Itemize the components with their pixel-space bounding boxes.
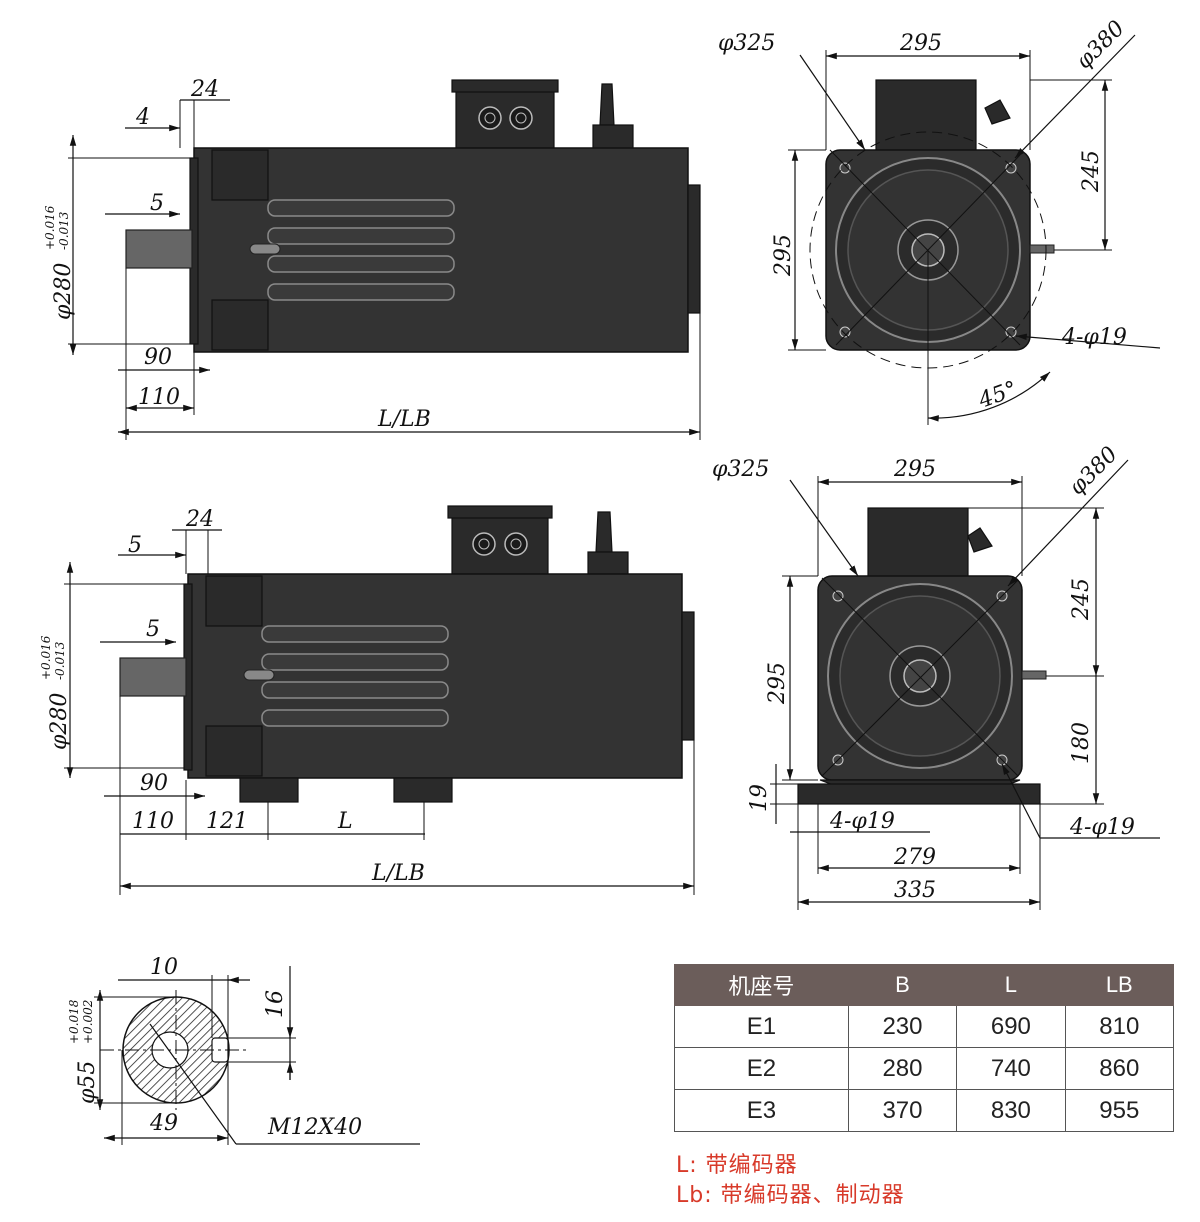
dim-90: 90	[140, 771, 168, 796]
tol-plus: +0.016	[43, 205, 57, 250]
dim-phi325: φ325	[712, 457, 769, 482]
dim-10: 10	[150, 955, 178, 980]
cell-l: 690	[956, 1005, 1066, 1048]
dim-5-shaft: 5	[146, 617, 160, 642]
bolt-hole-icon	[1005, 326, 1017, 338]
bolt-hole-icon	[839, 326, 851, 338]
tol-plus: +0.016	[39, 635, 53, 680]
dim-phi280: φ280	[47, 693, 72, 750]
bottom-side-view: 24 5 5 90 110 121 L L/LB φ280 +0.016 -0.…	[39, 505, 695, 895]
dim-phi325: φ325	[718, 31, 775, 56]
shaft	[125, 229, 193, 269]
cable-gland-icon	[478, 106, 502, 130]
dim-90: 90	[144, 345, 172, 370]
connector-plug	[595, 511, 613, 553]
dim-phi380: φ380	[1065, 442, 1123, 500]
top-front-view: φ325 295 φ380 245 295 4-φ19 45°	[718, 16, 1161, 425]
dim-295-height: 295	[765, 662, 790, 705]
dim-245: 245	[1069, 578, 1094, 621]
dim-335: 335	[894, 878, 936, 903]
shaft-section-view: 10 16 49 M12X40 φ55 +0.018 +0.002	[67, 955, 420, 1145]
header-b: B	[847, 964, 958, 1006]
spec-table: 机座号 B L LB E1 230 690 810 E2 280 740 860…	[674, 964, 1175, 1132]
bolt-hole-icon	[1005, 162, 1017, 174]
dim-phi55: φ55	[75, 1061, 100, 1104]
note-lb: Lb: 带编码器、制动器	[676, 1183, 905, 1208]
bolt-hole-icon	[839, 162, 851, 174]
mounting-foot	[393, 777, 453, 803]
dim-l-lb: L/LB	[377, 407, 431, 432]
dim-16: 16	[263, 990, 288, 1018]
tol-minus: +0.002	[81, 1000, 95, 1044]
dim-angle: 45°	[975, 377, 1021, 414]
dim-phi280: φ280	[51, 263, 76, 320]
dim-24: 24	[190, 77, 219, 102]
note-l: L: 带编码器	[676, 1153, 798, 1178]
mounting-foot	[239, 777, 299, 803]
cell-frame: E2	[674, 1047, 849, 1090]
cable-gland-icon	[472, 532, 496, 556]
base-foot	[797, 783, 1041, 805]
dim-24: 24	[185, 507, 214, 532]
dim-180: 180	[1069, 722, 1094, 764]
cell-b: 370	[847, 1089, 958, 1132]
dim-295-width: 295	[893, 457, 936, 482]
dim-phi380: φ380	[1072, 16, 1130, 74]
top-side-view: 24 4 5 90 110 L/LB φ280 +0.016 -0.013	[43, 77, 701, 440]
dim-holes-left: 4-φ19	[829, 809, 895, 834]
bottom-front-view: φ325 295 φ380 245 180 295 19 4-φ19 4-φ19…	[712, 442, 1160, 910]
cell-frame: E1	[674, 1005, 849, 1048]
cell-frame: E3	[674, 1089, 849, 1132]
table-row: E1 230 690 810	[674, 1005, 1175, 1048]
dim-holes: 4-φ19	[1061, 325, 1127, 350]
dim-279: 279	[893, 845, 936, 870]
cell-b: 280	[847, 1047, 958, 1090]
dim-110: 110	[138, 385, 180, 410]
header-lb: LB	[1064, 964, 1175, 1006]
table-header-row: 机座号 B L LB	[674, 964, 1175, 1006]
tol-minus: -0.013	[57, 211, 71, 250]
dim-holes-right: 4-φ19	[1069, 815, 1135, 840]
cell-lb: 810	[1064, 1005, 1175, 1048]
terminal-box	[875, 79, 977, 151]
dim-110: 110	[132, 809, 174, 834]
dim-295-width: 295	[899, 31, 942, 56]
dim-245: 245	[1079, 150, 1104, 193]
terminal-box	[867, 507, 969, 579]
cable-gland-icon	[504, 532, 528, 556]
terminal-box	[451, 513, 549, 575]
cell-lb: 955	[1064, 1089, 1175, 1132]
cell-b: 230	[847, 1005, 958, 1048]
thread-spec: M12X40	[267, 1115, 362, 1140]
dim-l-lb: L/LB	[371, 861, 425, 886]
header-l: L	[956, 964, 1066, 1006]
connector-plug	[599, 83, 615, 126]
dim-5: 5	[150, 191, 164, 216]
cable-gland-icon	[509, 106, 533, 130]
cell-lb: 860	[1064, 1047, 1175, 1090]
dim-5-top: 5	[128, 533, 142, 558]
cell-l: 830	[956, 1089, 1066, 1132]
header-frame: 机座号	[674, 964, 849, 1006]
terminal-box	[455, 87, 555, 149]
shaft	[119, 657, 187, 697]
dim-l: L	[337, 809, 353, 834]
bolt-hole-icon	[832, 590, 844, 602]
dim-49: 49	[149, 1111, 178, 1136]
dim-19: 19	[747, 784, 772, 812]
dim-295-height: 295	[771, 234, 796, 277]
table-row: E2 280 740 860	[674, 1047, 1175, 1090]
tol-plus: +0.018	[67, 999, 81, 1044]
dim-121: 121	[206, 809, 248, 834]
dim-4: 4	[135, 105, 150, 130]
table-row: E3 370 830 955	[674, 1089, 1175, 1132]
cell-l: 740	[956, 1047, 1066, 1090]
tol-minus: -0.013	[53, 641, 67, 680]
